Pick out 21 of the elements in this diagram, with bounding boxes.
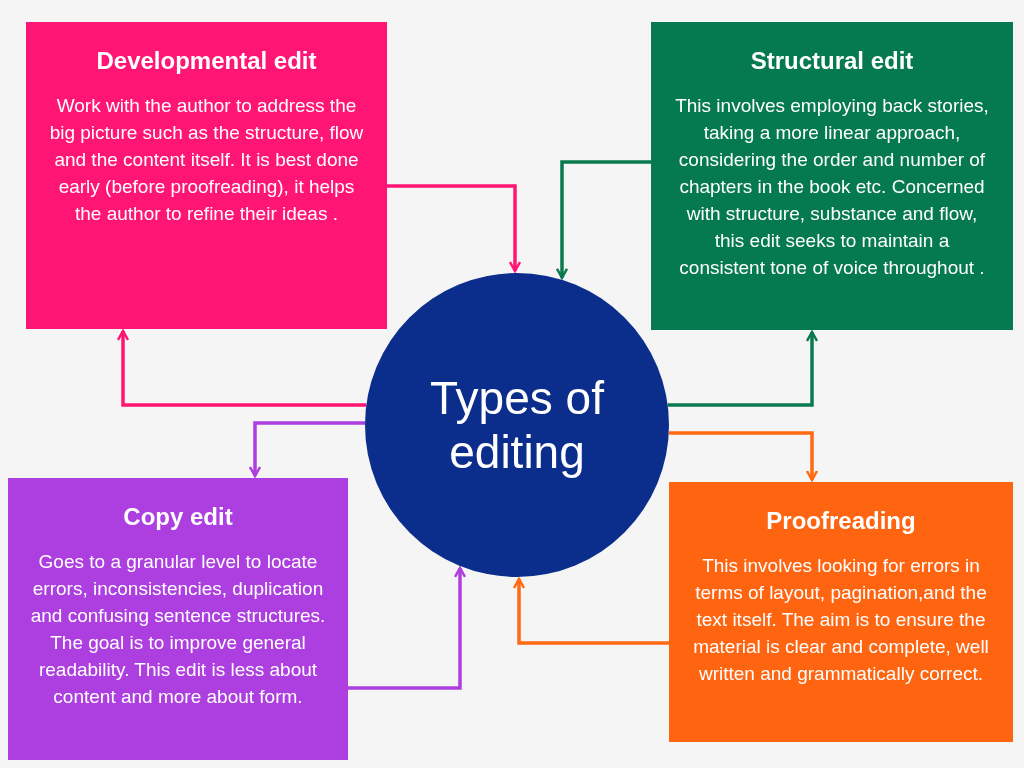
connector-arrow [555,160,651,280]
connector-arrow [668,431,819,482]
topic-box [669,482,1013,742]
box-description: This involves looking for errors in terms of layout, pagination,and the text itself. The aim is to ensure the material is clear and complete, well written and grammatically correct. [692,554,990,686]
circle-title: Types of editing [429,371,605,479]
topic-box [26,22,387,329]
topic-box [8,478,348,760]
connector-arrow [387,184,522,273]
connector-arrow [512,577,669,645]
box-heading: Developmental edit [96,46,317,76]
topic-box [651,22,1013,330]
box-heading: Copy edit [123,502,233,532]
box-description: Work with the author to address the big picture such as the structure, flow and the content itself. It is best done early (before proofreading), it helps the author to refine their ideas . [48,94,365,226]
connector-arrow [116,329,367,407]
box-description: This involves employing back stories, taking a more linear approach, considering the order and number of chapters in the book etc. Concerned with structure, substance and flow, this edit seeks to maintain a consistent tone of voice throughout . [674,94,990,280]
box-heading: Structural edit [750,46,914,76]
box-description: Goes to a granular level to locate errors, inconsistencies, duplication and confusing sentence structures. The goal is to improve general readability. This edit is less about content and more about form. [29,550,327,709]
connector-arrow [248,421,365,478]
box-heading: Proofreading [766,506,916,536]
connector-arrow [348,566,467,690]
connector-arrow [667,330,819,407]
